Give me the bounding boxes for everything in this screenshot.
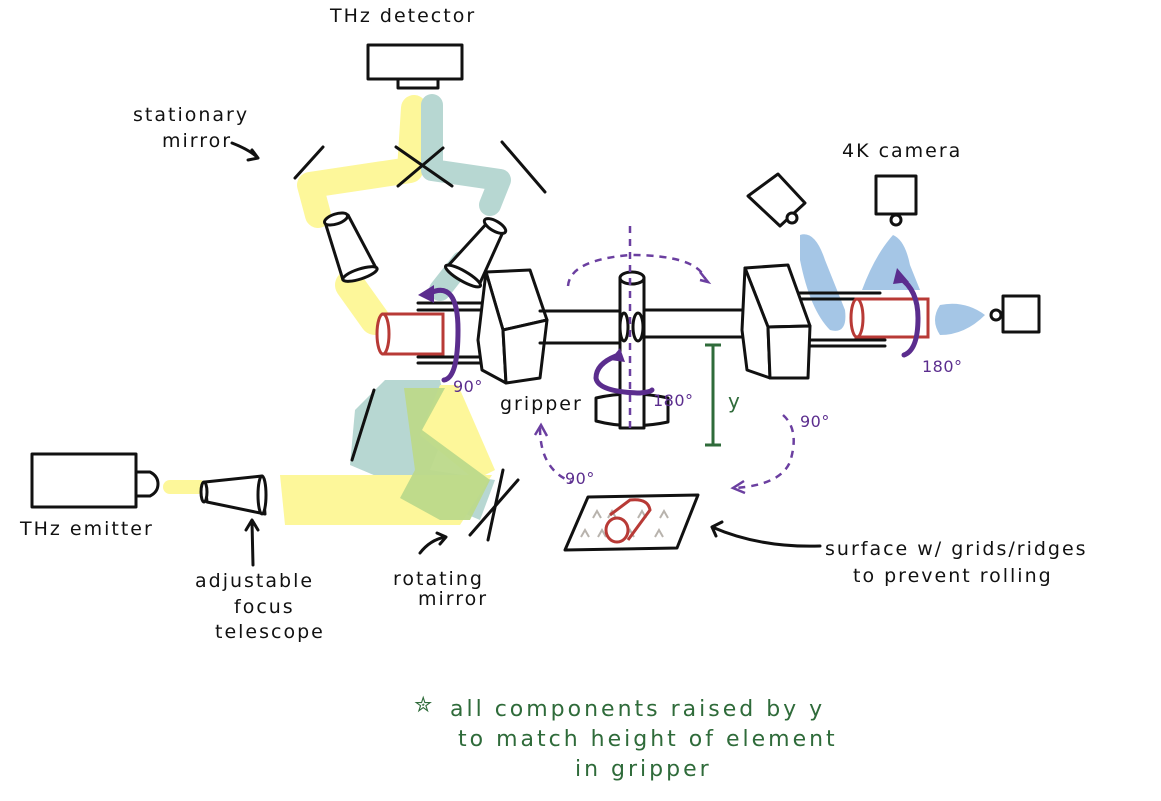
overlap-beam [400,388,490,520]
left-gripper [416,268,549,385]
note-line-3: in gripper [575,757,712,782]
right-rotation-label: 180° [922,357,963,376]
telescope-arrow [244,518,260,567]
horizontal-rod [538,307,761,345]
rotating-mirror-b [468,478,520,537]
thz-emitter-label: THz emitter [19,518,154,540]
stationary-mirror-arrow [230,141,260,162]
note-line-2: to match height of element [458,727,838,752]
center-rotation-arrow [593,353,655,396]
right-rotation-arrowhead [893,268,909,284]
surface-label-1: surface w/ grids/ridges [825,538,1088,560]
surface-label-2: to prevent rolling [853,565,1053,587]
left-rotation-label: 90° [453,377,483,396]
beam-splitter-a [394,145,454,188]
camera-angled [746,172,807,228]
surface-arrow [710,520,822,548]
left-sample-cylinder [375,312,445,356]
transfer-arc-top [566,253,707,287]
stationary-mirror-label-1: stationary [133,104,249,126]
right-gripper [740,263,887,380]
note-line-1: all components raised by y [450,697,825,722]
teal-beam-upper [421,94,511,216]
yellow-beam-upper [297,95,427,228]
camera-side [989,294,1041,334]
beam-splitter-b [396,146,445,188]
transfer-arc-right [734,414,795,490]
camera-label: 4K camera [842,140,962,162]
stationary-mirror-label-2: mirror [162,130,232,152]
rotating-mirror-label-1: rotating [393,568,484,590]
stationary-mirror-right [500,140,547,194]
rotating-mirror-label-2: mirror [418,588,488,610]
right-arc-label: 90° [800,412,830,431]
post-column [618,276,646,430]
camera-top [874,174,918,227]
left-rotation-arrow [427,287,461,383]
rotating-mirror-arrow [418,531,448,555]
center-rotation-label: 180° [653,391,694,410]
camera-view-left [800,234,846,331]
thz-detector-label: THz detector [329,5,476,27]
telescope-label-1: adjustable [195,570,314,592]
camera-view-right [935,303,985,335]
left-rotation-arrowhead [418,285,434,303]
adjustable-focus-telescope [199,474,268,516]
yellow-beam-side [420,385,495,480]
gripper-label: gripper [500,393,583,415]
sample-on-surface [604,498,652,544]
stationary-mirror-left [293,145,325,180]
upper-right-telescope [444,217,508,289]
thz-emitter [30,452,160,509]
telescope-label-2: focus [234,596,295,618]
camera-view-center [862,235,920,290]
center-post [594,270,670,430]
left-arc-label: 90° [565,469,595,488]
center-rotation-arrowhead [610,348,625,362]
upper-left-telescope [322,211,379,283]
thz-detector [366,43,464,90]
grid-surface [563,493,700,552]
detector-body [366,43,464,81]
note-star-icon: ✮ [414,693,435,718]
telescope-label-3: telescope [215,621,325,643]
yellow-beam-to-gripper [335,270,390,335]
height-label: y [728,389,743,413]
lower-stationary-mirror [350,388,376,462]
thz-beam-paths [163,94,985,525]
detector-port [396,77,440,90]
height-marker [705,343,721,447]
right-rotation-arrow [897,275,921,358]
